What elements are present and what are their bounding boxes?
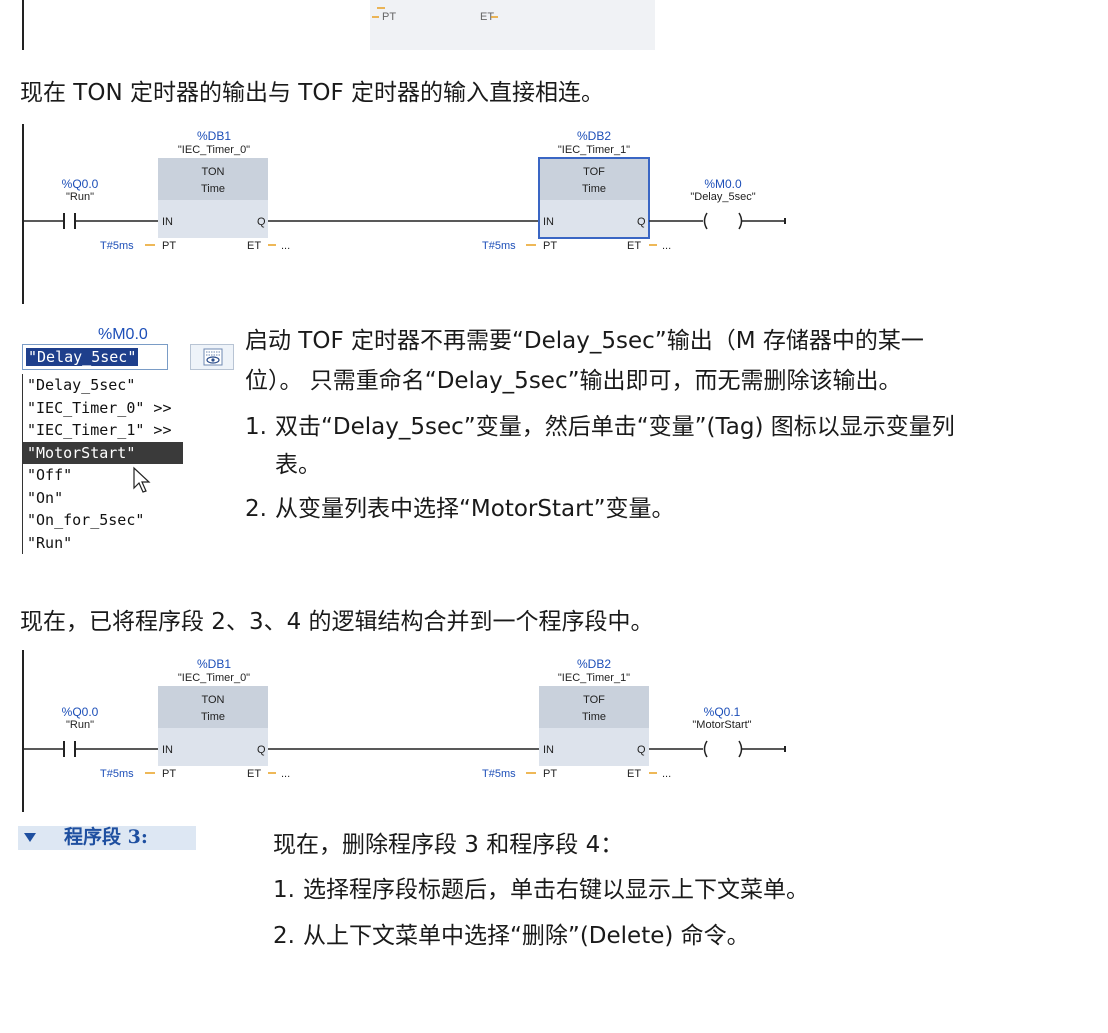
delete-step-2: 2. 从上下文菜单中选择“删除”(Delete) 命令。 (273, 917, 750, 955)
tag-address: %M0.0 (98, 326, 148, 343)
tof-pt: PT (543, 768, 557, 780)
tof-db: %DB2 (577, 657, 611, 671)
ton-instance: "IEC_Timer_0" (178, 672, 250, 684)
rename-step-1-cont: 表。 (275, 452, 321, 478)
network-label: 程序段 3: (64, 826, 148, 848)
ton-db: %DB1 (197, 657, 231, 671)
coil-left-arc (703, 212, 708, 230)
delete-step-1-num: 1. (273, 877, 295, 903)
tof-type: TOF (583, 694, 605, 706)
tag-list-item[interactable]: "On" (27, 488, 64, 507)
rename-paragraph-line2: 位）。 只需重命名“Delay_5sec”输出即可，而无需删除该输出。 (245, 368, 902, 394)
tof-subtype: Time (582, 183, 606, 195)
ton-et: ET (247, 240, 261, 252)
tof-in: IN (543, 216, 554, 228)
rename-step-1-num: 1. (245, 414, 267, 440)
tag-list-button[interactable] (190, 344, 234, 370)
intro-paragraph: 现在 TON 定时器的输出与 TOF 定时器的输入直接相连。 (20, 80, 604, 106)
tof-type: TOF (583, 166, 605, 178)
ton-in: IN (162, 216, 173, 228)
tag-input-field[interactable]: "Delay_5sec" (22, 344, 168, 370)
tof-pt-value: T#5ms (482, 240, 516, 252)
ton-et-value: ... (281, 240, 290, 252)
tof-et: ET (627, 240, 641, 252)
tag-list-item[interactable]: "IEC_Timer_1" >> (27, 421, 172, 439)
ladder-diagram-1: %Q0.0 "Run" %DB1 "IEC_Timer_0" TON Time … (0, 124, 1108, 304)
tof-et-value: ... (662, 240, 671, 252)
ton-subtype: Time (201, 183, 225, 195)
tag-list-item[interactable]: "Delay_5sec" (27, 376, 136, 394)
tof-q: Q (637, 744, 646, 756)
tof-et: ET (627, 768, 641, 780)
coil-right-arc (738, 740, 743, 758)
ton-et: ET (247, 768, 261, 780)
tof-db: %DB2 (577, 129, 611, 143)
coil-name: "MotorStart" (692, 719, 751, 731)
ton-type: TON (201, 166, 224, 178)
tag-list-item[interactable]: "MotorStart" (23, 441, 183, 464)
tof-pt: PT (543, 240, 557, 252)
ladder-svg-1: %Q0.0 "Run" %DB1 "IEC_Timer_0" TON Time … (22, 124, 786, 304)
ton-in: IN (162, 744, 173, 756)
contact-address: %Q0.0 (62, 177, 99, 191)
collapse-triangle-icon[interactable] (24, 833, 36, 842)
delete-step-1-text: 选择程序段标题后，单击右键以显示上下文菜单。 (303, 877, 809, 903)
tof-subtype: Time (582, 711, 606, 723)
rename-step-1: 1. 双击“Delay_5sec”变量，然后单击“变量”(Tag) 图标以显示变量… (245, 408, 955, 446)
contact-name: "Run" (66, 719, 94, 731)
merge-paragraph: 现在，已将程序段 2、3、4 的逻辑结构合并到一个程序段中。 (20, 609, 654, 635)
ton-q: Q (257, 744, 266, 756)
ton-et-value: ... (281, 768, 290, 780)
tag-list-item[interactable]: "On_for_5sec" (27, 511, 145, 529)
top-diagram-fragment: PT ET (0, 0, 1108, 50)
et-fragment-label: ET (480, 11, 494, 23)
mouse-cursor-icon (133, 466, 151, 493)
tag-list-item[interactable]: "IEC_Timer_0" >> (27, 398, 172, 417)
delete-step-1: 1. 选择程序段标题后，单击右键以显示上下文菜单。 (273, 871, 809, 909)
tag-picker: %M0.0 "Delay_5sec" "Delay_5sec" "IEC_Time… (22, 326, 234, 582)
rename-step-1-text: 双击“Delay_5sec”变量，然后单击“变量”(Tag) 图标以显示变量列 (275, 414, 955, 440)
tof-instance: "IEC_Timer_1" (558, 144, 630, 156)
ton-subtype: Time (201, 711, 225, 723)
ton-db: %DB1 (197, 129, 231, 143)
block-fragment (370, 0, 655, 50)
delete-intro: 现在，删除程序段 3 和程序段 4： (273, 832, 624, 858)
tof-instance: "IEC_Timer_1" (558, 672, 630, 684)
ton-pt-value: T#5ms (100, 768, 134, 780)
rename-paragraph-line1: 启动 TOF 定时器不再需要“Delay_5sec”输出（M 存储器中的某一 (245, 328, 924, 354)
ladder-svg-2: %Q0.0 "Run" %DB1 "IEC_Timer_0" TON Time … (22, 650, 786, 812)
tof-et-value: ... (662, 768, 671, 780)
rename-step-2: 2. 从变量列表中选择“MotorStart”变量。 (245, 490, 674, 528)
tof-in: IN (543, 744, 554, 756)
delete-step-2-num: 2. (273, 923, 295, 949)
rename-step-2-num: 2. (245, 496, 267, 522)
coil-left-arc (703, 740, 708, 758)
tag-list-item[interactable]: "Off" (27, 466, 73, 484)
tag-list-item[interactable]: "Run" (27, 533, 73, 552)
tag-eye-icon (203, 348, 223, 366)
tag-input-value: "Delay_5sec" (26, 348, 139, 366)
pt-fragment-label: PT (382, 11, 396, 23)
ladder-diagram-2: %Q0.0 "Run" %DB1 "IEC_Timer_0" TON Time … (0, 650, 1108, 812)
delete-step-2-text: 从上下文菜单中选择“删除”(Delete) 命令。 (303, 923, 750, 949)
tof-q: Q (637, 216, 646, 228)
ton-pt-value: T#5ms (100, 240, 134, 252)
ton-type: TON (201, 694, 224, 706)
ton-pt: PT (162, 240, 176, 252)
tag-list: "Delay_5sec" "IEC_Timer_0" >> "IEC_Timer_1… (22, 374, 222, 554)
tof-pt-value: T#5ms (482, 768, 516, 780)
network-title-bar[interactable]: 程序段 3: (18, 826, 196, 850)
coil-address: %M0.0 (704, 177, 742, 191)
contact-address: %Q0.0 (62, 705, 99, 719)
coil-right-arc (738, 212, 743, 230)
contact-name: "Run" (66, 191, 94, 203)
ton-pt: PT (162, 768, 176, 780)
ton-q: Q (257, 216, 266, 228)
ton-instance: "IEC_Timer_0" (178, 144, 250, 156)
coil-name: "Delay_5sec" (690, 191, 755, 203)
rename-step-2-text: 从变量列表中选择“MotorStart”变量。 (275, 496, 675, 522)
coil-address: %Q0.1 (704, 705, 741, 719)
